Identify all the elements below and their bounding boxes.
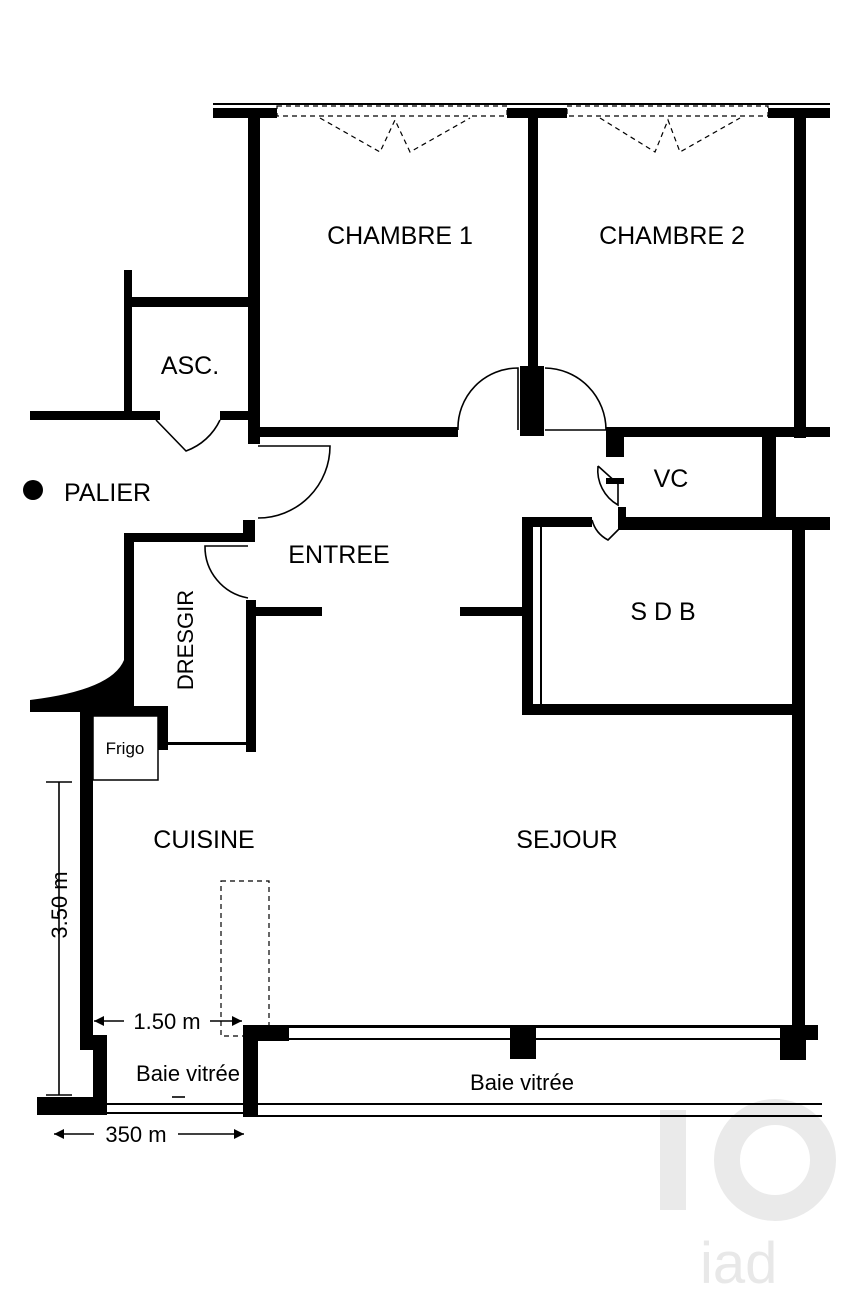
wall <box>124 270 132 414</box>
label-entree: ENTREE <box>288 541 389 569</box>
label-sdb: S D B <box>630 598 695 626</box>
label-vc: VC <box>654 465 689 493</box>
wall <box>80 700 93 1050</box>
wall <box>522 704 794 715</box>
watermark-text: iad <box>700 1231 777 1290</box>
labels: CHAMBRE 1 CHAMBRE 2 ASC. PALIER ENTREE V… <box>47 222 745 1147</box>
facade-line <box>213 103 830 105</box>
window-chambre1 <box>276 105 508 117</box>
wall <box>93 706 165 716</box>
wall <box>780 1025 818 1040</box>
dimension-lines <box>46 781 244 1139</box>
window-chambre2 <box>566 105 769 117</box>
wall <box>260 427 458 437</box>
window-line <box>289 1038 781 1040</box>
label-palier: PALIER <box>64 479 151 507</box>
wall <box>792 527 805 1060</box>
walls <box>30 103 830 1117</box>
wall <box>248 420 260 444</box>
wall <box>618 517 830 530</box>
wall <box>213 108 277 118</box>
wall <box>256 607 322 616</box>
top-windows <box>220 105 769 1037</box>
window-line <box>258 1115 822 1117</box>
wall-thin <box>540 527 542 705</box>
wall <box>158 706 168 750</box>
wall <box>243 520 255 542</box>
wall <box>124 297 260 307</box>
shutter-chambre1 <box>319 117 471 153</box>
label-asc: ASC. <box>161 352 219 380</box>
wall <box>220 411 260 420</box>
wall <box>522 517 533 714</box>
label-cuisine: CUISINE <box>153 826 254 854</box>
label-baie-cuisine: Baie vitrée <box>136 1061 240 1086</box>
wall <box>124 533 134 697</box>
shutter-chambre2 <box>599 117 741 153</box>
window-line <box>107 1103 243 1105</box>
wall <box>93 1035 107 1115</box>
wall-thin <box>168 742 246 745</box>
kitchen-counter <box>220 880 270 1037</box>
wall <box>528 108 538 366</box>
wall <box>248 108 260 438</box>
wall <box>510 1025 536 1059</box>
window-line <box>258 1103 822 1105</box>
label-dimension-inner: 1.50 m <box>133 1009 200 1034</box>
wall <box>246 600 256 752</box>
door-dressing <box>204 545 249 599</box>
wall <box>780 1040 806 1060</box>
iad-watermark-logo: iad <box>660 1099 836 1290</box>
wall <box>460 607 524 616</box>
palier-dot <box>23 480 43 500</box>
wall <box>124 533 250 542</box>
label-dimension-vertical: 3.50 m <box>47 871 72 938</box>
label-chambre2: CHAMBRE 2 <box>599 222 745 250</box>
door-sdb <box>591 519 621 541</box>
label-chambre1: CHAMBRE 1 <box>327 222 473 250</box>
window-line <box>289 1025 781 1028</box>
door-asc <box>155 419 221 452</box>
door-vc <box>596 465 619 507</box>
wall <box>794 108 806 438</box>
wall <box>243 1025 258 1117</box>
window-line <box>107 1112 243 1114</box>
wall <box>522 517 592 527</box>
doors <box>155 367 621 1098</box>
door-chambre2 <box>544 367 607 431</box>
frigo-box <box>92 715 159 781</box>
door-entree <box>257 445 331 519</box>
wall <box>606 427 830 437</box>
wall <box>37 1097 107 1115</box>
wall <box>606 427 624 457</box>
label-dimension-outer: 350 m <box>105 1122 166 1147</box>
wall <box>762 437 776 519</box>
wall <box>520 366 544 436</box>
wall <box>30 411 160 420</box>
wall-corner <box>30 660 134 712</box>
label-frigo: Frigo <box>106 739 145 758</box>
label-sejour: SEJOUR <box>516 826 617 854</box>
label-dressing: DRESGIR <box>173 590 198 690</box>
door-chambre1 <box>457 367 519 431</box>
label-baie-sejour: Baie vitrée <box>470 1070 574 1095</box>
